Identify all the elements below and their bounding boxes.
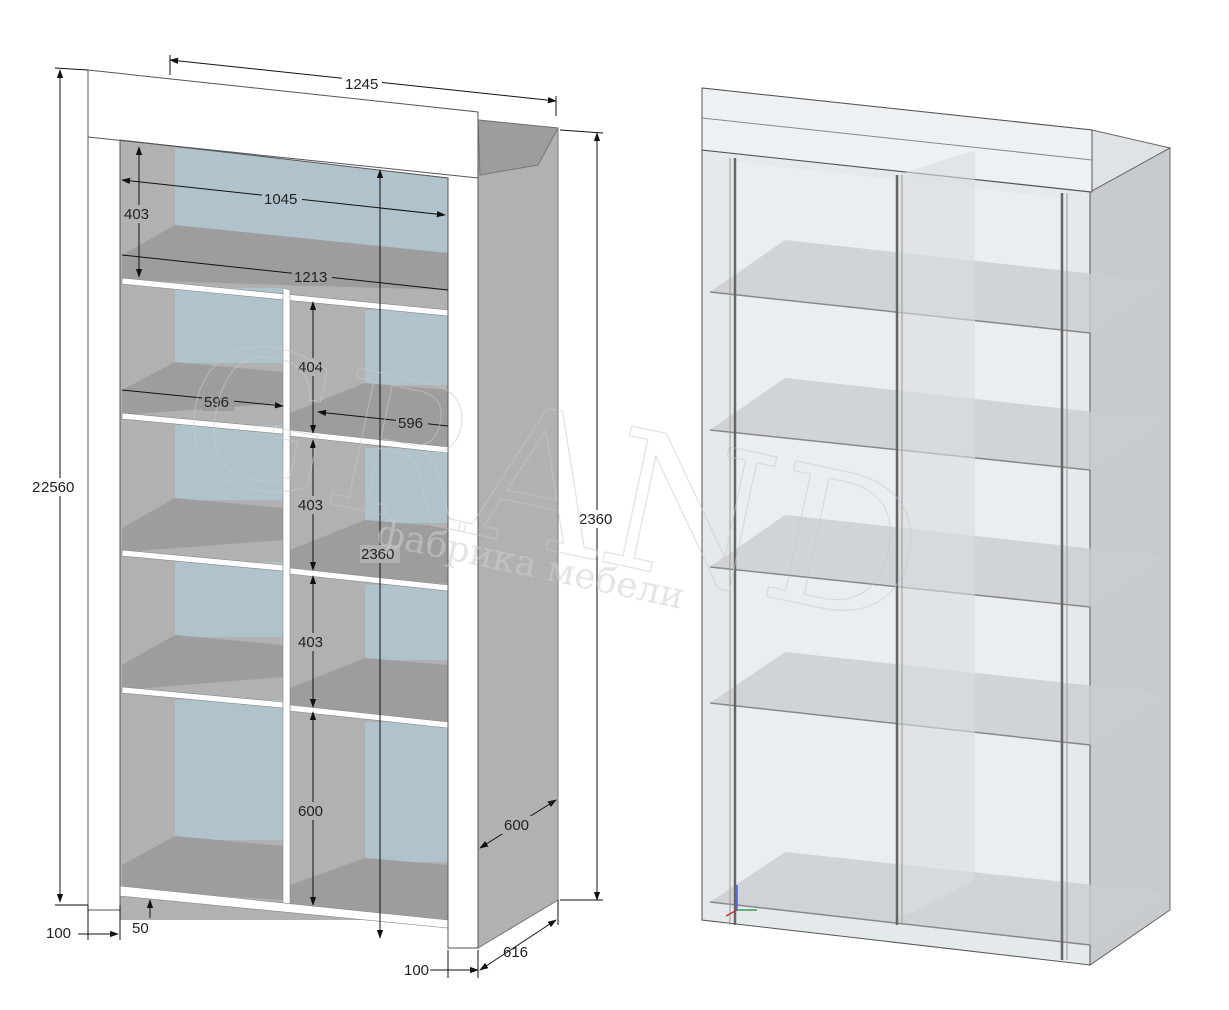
- dim-inner-width-top: 1045: [264, 191, 297, 208]
- dim-top-section: 403: [124, 206, 149, 223]
- shelf: [122, 635, 283, 690]
- shelf-top: [122, 225, 448, 290]
- dim-right-shelf: 596: [398, 415, 423, 432]
- dim-left-frame: 100: [46, 925, 71, 942]
- dim-plinth: 50: [132, 920, 149, 937]
- closed-wardrobe-view: [701, 87, 1172, 966]
- dim-total-depth: 616: [503, 944, 528, 961]
- back-panel: [175, 562, 283, 637]
- top-panel: [477, 119, 559, 176]
- back-panel: [365, 722, 448, 862]
- dim-right-frame: 100: [404, 962, 429, 979]
- dim-height-partial: 2: [32, 479, 40, 496]
- shelf: [122, 498, 283, 552]
- dim-overall-height: 2560: [41, 479, 74, 496]
- shelf: [290, 658, 448, 722]
- dim-shelf-width-top: 1213: [294, 269, 327, 286]
- dim-compartment-4: 600: [298, 803, 323, 820]
- dim-compartment-2: 403: [298, 497, 323, 514]
- dim-inner-height-side: 2360: [579, 511, 612, 528]
- dim-compartment-1: 404: [298, 359, 323, 376]
- shelf-bottom: [122, 836, 283, 900]
- dimension-labels: 1245 2 2560 2360 2360 1045 1213 403 596 …: [32, 74, 617, 979]
- back-panel: [175, 425, 283, 500]
- shelf-bottom: [290, 858, 448, 922]
- dim-left-shelf: 596: [204, 394, 229, 411]
- back-panel: [365, 585, 448, 660]
- dim-side-depth: 600: [504, 817, 529, 834]
- dim-compartment-3: 403: [298, 634, 323, 651]
- back-panel: [175, 700, 283, 840]
- back-panel: [175, 288, 283, 363]
- dim-inner-height-center: 2360: [361, 546, 394, 563]
- front-frame: [87, 69, 479, 949]
- dim-overall-width: 1245: [345, 76, 378, 93]
- open-wardrobe-view: [87, 69, 559, 949]
